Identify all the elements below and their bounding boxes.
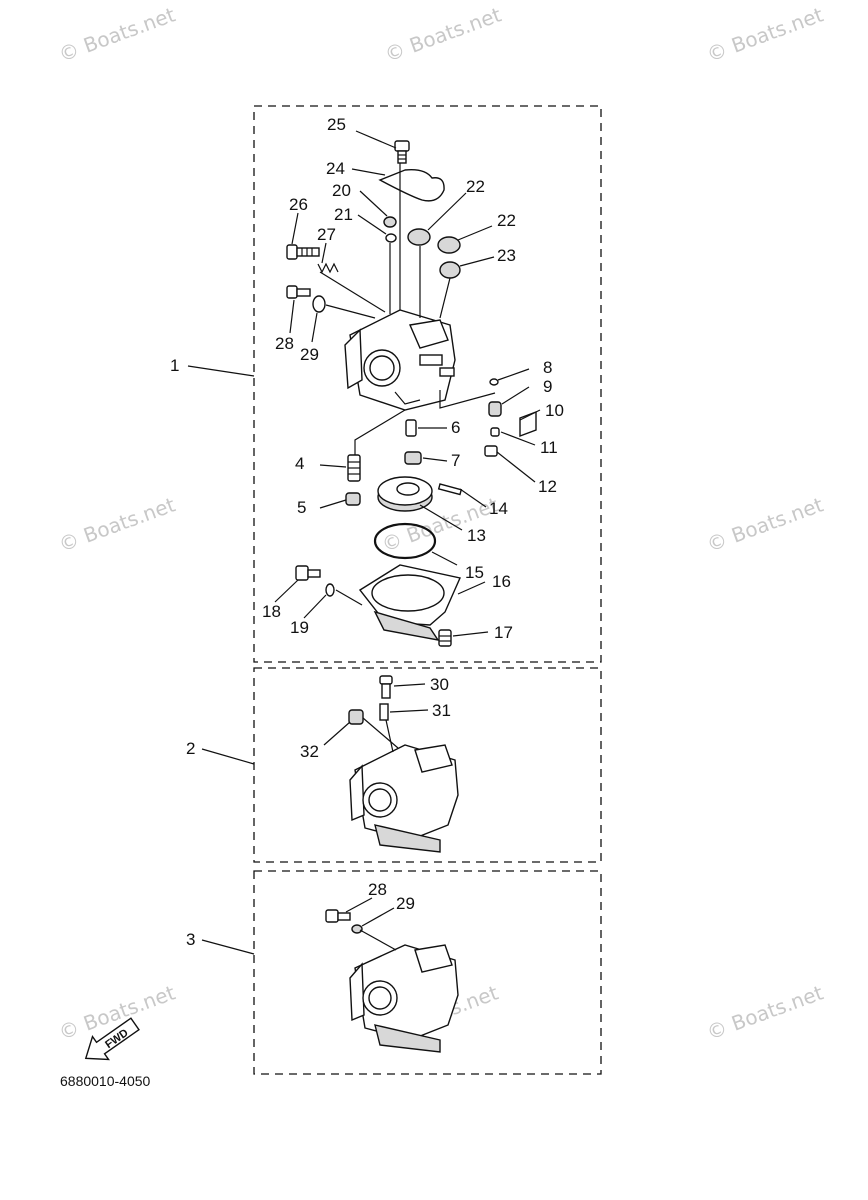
drawing-code: 6880010-4050 xyxy=(60,1073,151,1089)
watermark: © Boats.net xyxy=(56,2,179,66)
watermark: © Boats.net xyxy=(382,2,505,66)
callout-30: 30 xyxy=(430,675,449,694)
callout-21: 21 xyxy=(334,205,353,224)
callout-5: 5 xyxy=(297,498,306,517)
watermarks: © Boats.net © Boats.net © Boats.net © Bo… xyxy=(56,2,827,1044)
part-29-washer[interactable] xyxy=(312,295,326,313)
part-7-nozzle[interactable] xyxy=(404,451,422,465)
callout-22: 22 xyxy=(466,177,485,196)
callout-14: 14 xyxy=(489,499,508,518)
callout-8: 8 xyxy=(543,358,552,377)
callout-29: 29 xyxy=(300,345,319,364)
callout-26: 26 xyxy=(289,195,308,214)
callout-7: 7 xyxy=(451,451,460,470)
carburetor-body-2[interactable] xyxy=(349,717,459,853)
callout-17: 17 xyxy=(494,623,513,642)
part-31-spring[interactable] xyxy=(379,703,389,721)
callout-13: 13 xyxy=(467,526,486,545)
callout-22: 22 xyxy=(497,211,516,230)
callout-15: 15 xyxy=(465,563,484,582)
part-19-washer[interactable] xyxy=(325,583,335,597)
callout-16: 16 xyxy=(492,572,511,591)
part-22-cap[interactable] xyxy=(407,228,431,246)
assembly-group-3-frame xyxy=(253,870,602,1075)
callout-20: 20 xyxy=(332,181,351,200)
callout-11: 11 xyxy=(540,438,558,457)
part-14-float-pin[interactable] xyxy=(437,483,463,496)
callout-19: 19 xyxy=(290,618,309,637)
part-30-screw[interactable] xyxy=(379,675,393,699)
part-5-plug[interactable] xyxy=(345,492,361,506)
callout-numbers: 1 2 3 25 24 20 21 22 22 23 26 27 28 29 8… xyxy=(170,115,564,949)
part-23-cap[interactable] xyxy=(439,261,461,279)
watermark: © Boats.net xyxy=(704,2,827,66)
callout-4: 4 xyxy=(295,454,304,473)
callout-10: 10 xyxy=(545,401,564,420)
callout-28: 28 xyxy=(275,334,294,353)
carburetor-body-3[interactable] xyxy=(349,929,459,1053)
watermark: © Boats.net xyxy=(704,492,827,556)
callout-9: 9 xyxy=(543,377,552,396)
part-32-cap[interactable] xyxy=(348,709,364,725)
part-29-washer[interactable] xyxy=(351,924,363,934)
callout-6: 6 xyxy=(451,418,460,437)
callout-25: 25 xyxy=(327,115,346,134)
part-28-screw[interactable] xyxy=(286,285,311,299)
callout-12: 12 xyxy=(538,477,557,496)
part-24-plate[interactable] xyxy=(378,168,445,202)
part-27-spring[interactable] xyxy=(317,262,339,274)
assembly-group-2-frame xyxy=(253,667,602,863)
callout-18: 18 xyxy=(262,602,281,621)
part-18-screw[interactable] xyxy=(295,565,321,581)
assembly-group-1-frame xyxy=(253,105,602,663)
callout-3: 3 xyxy=(186,930,195,949)
part-26-bolt[interactable] xyxy=(286,244,320,260)
callout-2: 2 xyxy=(186,739,195,758)
part-15-gasket[interactable] xyxy=(373,522,437,560)
callout-31: 31 xyxy=(432,701,451,720)
part-9-jet[interactable] xyxy=(488,401,502,417)
part-11-seal[interactable] xyxy=(490,427,500,437)
callout-29: 29 xyxy=(396,894,415,913)
carburetor-body-1[interactable] xyxy=(319,163,456,411)
watermark: © Boats.net xyxy=(56,492,179,556)
callout-1: 1 xyxy=(170,356,179,375)
part-21-seal[interactable] xyxy=(385,233,397,243)
part-22-cap[interactable] xyxy=(437,236,461,254)
part-17-drain-screw[interactable] xyxy=(438,629,452,647)
part-8-o-ring[interactable] xyxy=(489,378,499,386)
part-4-pilot-jet[interactable] xyxy=(347,454,361,482)
part-28-screw[interactable] xyxy=(325,909,351,923)
callout-32: 32 xyxy=(300,742,319,761)
part-13-float[interactable] xyxy=(377,476,433,512)
part-16-float-bowl[interactable] xyxy=(358,564,461,641)
callout-28: 28 xyxy=(368,880,387,899)
leader-lines xyxy=(187,130,541,955)
callout-27: 27 xyxy=(317,225,336,244)
watermark: © Boats.net xyxy=(704,980,827,1044)
leader-line xyxy=(354,409,406,455)
part-25-screw[interactable] xyxy=(394,140,410,164)
callout-24: 24 xyxy=(326,159,345,178)
part-12-plug[interactable] xyxy=(484,445,498,457)
part-6-main-jet[interactable] xyxy=(405,419,417,437)
callout-23: 23 xyxy=(497,246,516,265)
leader-line xyxy=(439,390,496,409)
part-20-plug[interactable] xyxy=(383,216,397,228)
